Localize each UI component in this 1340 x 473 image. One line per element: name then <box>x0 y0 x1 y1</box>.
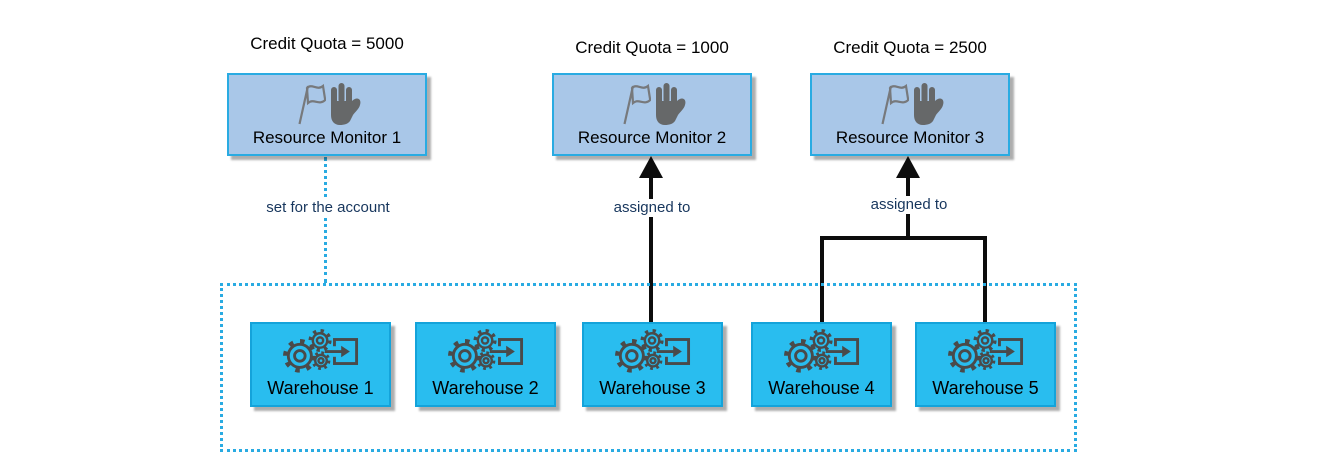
credit-quota-label-2: Credit Quota = 1000 <box>575 38 729 57</box>
assigned-line-warehouse5 <box>983 236 987 322</box>
account-boundary-box <box>220 283 1077 452</box>
monitor-icons <box>617 81 687 127</box>
set-for-account-dotted-line <box>324 157 327 283</box>
hand-icon <box>331 83 361 125</box>
warehouse-5-box: Warehouse 5 <box>915 322 1056 407</box>
credit-quota-label-3: Credit Quota = 2500 <box>833 38 987 57</box>
monitor-icons <box>292 81 362 127</box>
arrowhead-to-monitor2 <box>639 156 663 178</box>
warehouse-3-box: Warehouse 3 <box>582 322 723 407</box>
flag-icon <box>881 83 909 125</box>
gears-icon <box>282 328 358 373</box>
assigned-line-warehouse3 <box>649 174 653 322</box>
warehouse-1-box: Warehouse 1 <box>250 322 391 407</box>
warehouse-4-label: Warehouse 4 <box>768 378 875 398</box>
hand-icon <box>914 83 944 125</box>
gears-icon <box>447 328 523 373</box>
warehouse-4-box: Warehouse 4 <box>751 322 892 407</box>
gears-icon <box>947 328 1023 373</box>
flag-icon <box>623 83 651 125</box>
warehouse-1-label: Warehouse 1 <box>267 378 374 398</box>
edge-label-assigned-to-1: assigned to <box>609 199 695 217</box>
assigned-line-monitor3-crossbar <box>820 236 987 240</box>
assigned-line-warehouse4 <box>820 236 824 322</box>
resource-monitor-2-box: Resource Monitor 2 <box>552 73 752 156</box>
resource-monitor-3-box: Resource Monitor 3 <box>810 73 1010 156</box>
resource-monitor-3-label: Resource Monitor 3 <box>835 128 985 147</box>
credit-quota-label-1: Credit Quota = 5000 <box>250 34 404 53</box>
monitor-icons <box>875 81 945 127</box>
resource-monitor-2-label: Resource Monitor 2 <box>577 128 727 147</box>
arrowhead-to-monitor3 <box>896 156 920 178</box>
warehouse-2-box: Warehouse 2 <box>415 322 556 407</box>
resource-monitor-1-label: Resource Monitor 1 <box>252 128 402 147</box>
resource-monitor-1-box: Resource Monitor 1 <box>227 73 427 156</box>
hand-icon <box>656 83 686 125</box>
warehouse-5-label: Warehouse 5 <box>932 378 1039 398</box>
warehouse-3-label: Warehouse 3 <box>599 378 706 398</box>
gears-icon <box>614 328 690 373</box>
flag-icon <box>298 83 326 125</box>
edge-label-assigned-to-2: assigned to <box>866 196 952 214</box>
edge-label-set-for-account: set for the account <box>262 199 394 217</box>
gears-icon <box>783 328 859 373</box>
warehouse-2-label: Warehouse 2 <box>432 378 539 398</box>
